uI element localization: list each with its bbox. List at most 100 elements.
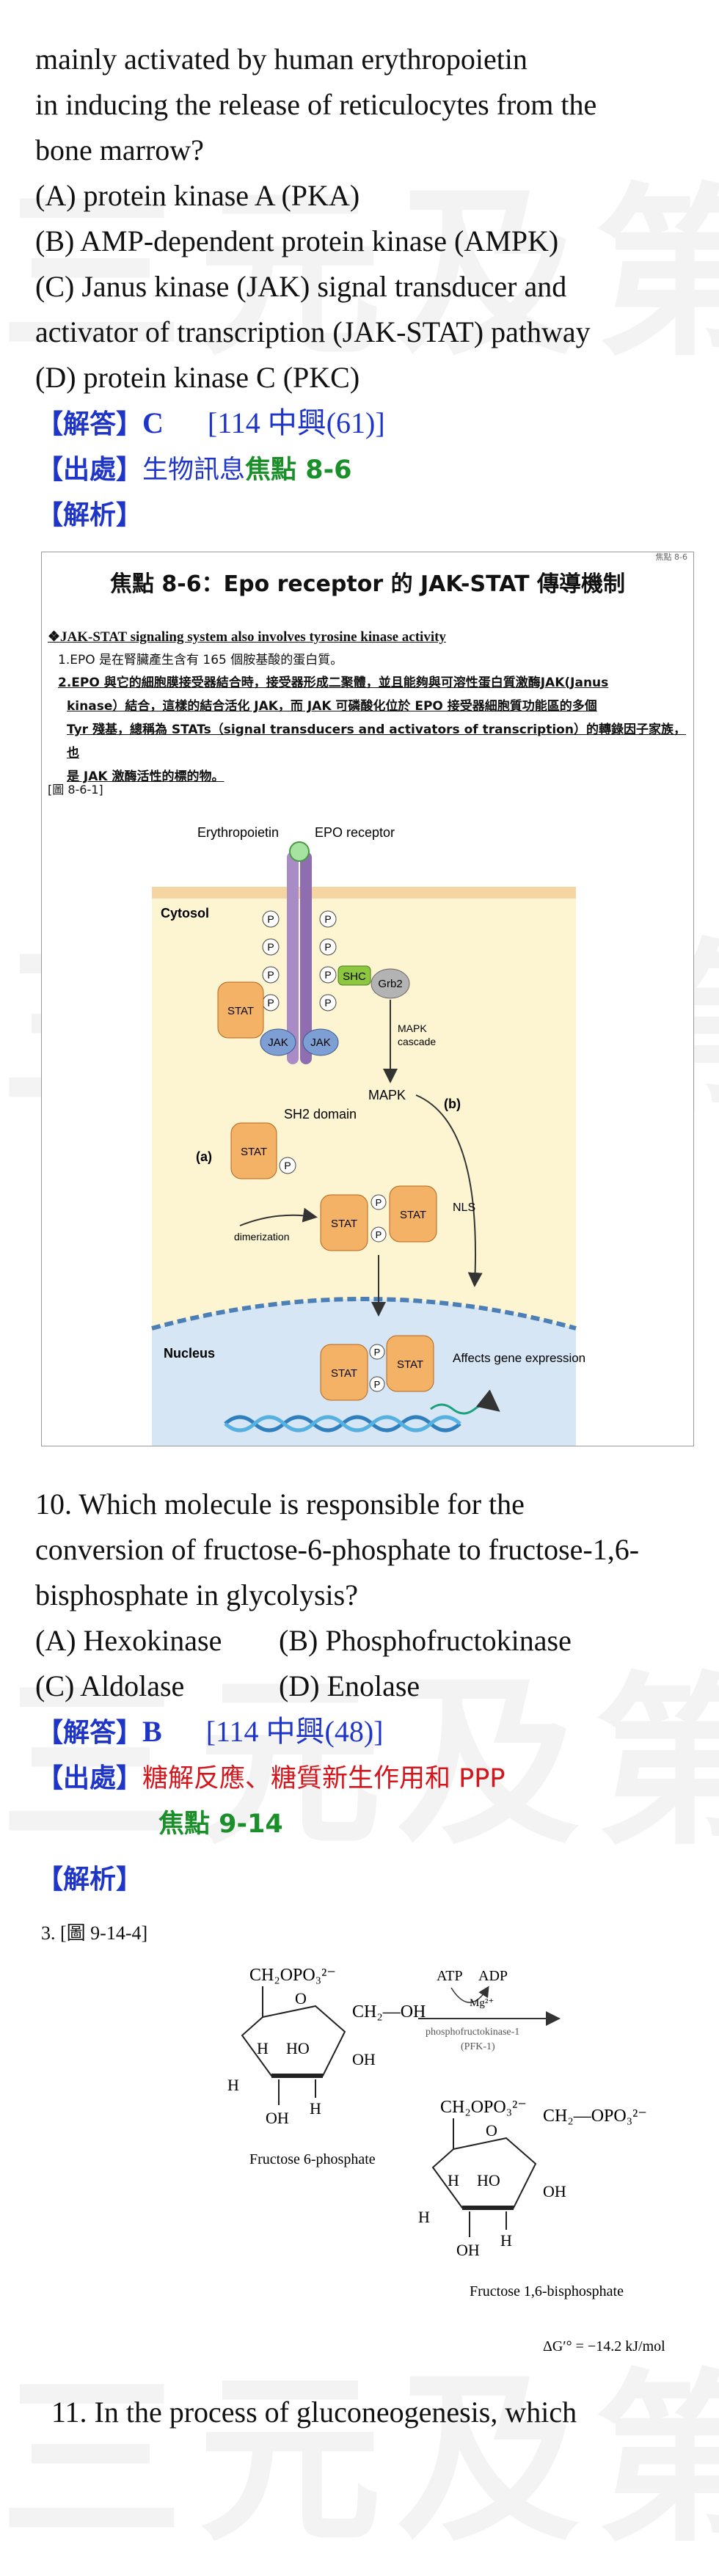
answer-tag: 【解答】 <box>37 1718 143 1748</box>
explain-row: 【解析】 <box>37 491 142 538</box>
label-p: P <box>376 1197 382 1208</box>
svg-text:H: H <box>500 2231 512 2250</box>
label-b: (b) <box>444 1097 461 1111</box>
svg-text:O: O <box>295 1989 307 2008</box>
option-b: (B) AMP-dependent protein kinase (AMPK) <box>35 224 559 257</box>
svg-text:P: P <box>267 913 274 925</box>
svg-text:H: H <box>227 2076 239 2094</box>
option-c: (C) Janus kinase (JAK) signal transducer… <box>35 270 567 303</box>
source-row: 【出處】生物訊息焦點 8-6 <box>37 446 351 493</box>
explain-tag: 【解析】 <box>37 500 143 530</box>
explain-tag: 【解析】 <box>37 1865 143 1895</box>
label-stat: STAT <box>400 1209 426 1221</box>
erythropoietin-ligand <box>289 841 310 862</box>
source-focus: 焦點 8-6 <box>245 455 352 485</box>
label-jak: JAK <box>310 1036 331 1049</box>
figure-label: [圖 8-6-1] <box>48 783 103 797</box>
option-a: (A) Hexokinase <box>35 1624 222 1657</box>
label-epo-receptor: EPO receptor <box>315 825 395 840</box>
label-nucleus: Nucleus <box>164 1346 215 1361</box>
jak-kinase <box>260 1028 296 1056</box>
svg-text:P: P <box>267 941 274 953</box>
svg-text:OH: OH <box>266 2109 289 2127</box>
answer-ref: [114 中興(61)] <box>207 406 385 439</box>
figure-title: 焦點 8-6：Epo receptor 的 JAK-STAT 傳導機制 <box>109 571 626 597</box>
label-affects-gene: Affects gene expression <box>453 1351 585 1365</box>
svg-text:CH₂OPO₃²⁻: CH₂OPO₃²⁻ <box>440 2098 527 2117</box>
svg-text:OH: OH <box>543 2182 566 2200</box>
svg-text:P: P <box>324 941 331 953</box>
label-grb2: Grb2 <box>378 978 402 990</box>
label-mapk-cascade: cascade <box>398 1036 436 1047</box>
label-stat: STAT <box>397 1358 423 1371</box>
svg-text:Fructose 6-phosphate: Fructose 6-phosphate <box>249 2151 376 2167</box>
label-mapk: MAPK <box>368 1088 406 1102</box>
svg-text:H: H <box>418 2208 430 2226</box>
stat-dimer <box>320 1194 368 1251</box>
label-shc: SHC <box>343 970 366 983</box>
answer-ref: [114 中興(48)] <box>205 1715 384 1748</box>
label-mapk-cascade: MAPK <box>398 1022 427 1034</box>
label-nls: NLS <box>453 1201 475 1214</box>
label-stat: STAT <box>241 1146 267 1158</box>
option-a: (A) protein kinase A (PKA) <box>35 179 360 212</box>
epo-receptor <box>287 852 299 1064</box>
svg-text:(PFK-1): (PFK-1) <box>461 2041 495 2052</box>
label-p: P <box>374 1379 381 1390</box>
shc-protein <box>337 965 371 986</box>
svg-text:P: P <box>267 997 274 1009</box>
dna-strand <box>224 1415 461 1432</box>
answer-tag: 【解答】 <box>37 409 143 439</box>
svg-text:OH: OH <box>456 2241 480 2259</box>
source-focus-text: 焦點 9-14 <box>158 1810 283 1839</box>
question-line: bone marrow? <box>35 133 204 167</box>
question-line: 11. In the process of gluconeogenesis, w… <box>51 2396 577 2429</box>
figure-8-6: 焦點 8-6 焦點 8-6：Epo receptor 的 JAK-STAT 傳導… <box>41 552 694 1446</box>
label-p: P <box>374 1347 381 1358</box>
question-line: conversion of fructose-6-phosphate to fr… <box>35 1533 640 1566</box>
svg-text:HO: HO <box>286 2039 310 2057</box>
stat-dimer-nuclear <box>386 1335 434 1392</box>
cell-membrane <box>152 887 576 899</box>
svg-text:O: O <box>486 2121 497 2140</box>
answer-row: 【解答】B [114 中興(48)] <box>37 1709 384 1756</box>
source-text: 生物訊息 <box>142 455 246 485</box>
stat-protein <box>217 981 264 1039</box>
answer-value: C <box>142 406 164 439</box>
label-sh2-domain: SH2 domain <box>284 1107 357 1121</box>
svg-text:P: P <box>324 913 331 925</box>
stat-dimer-nuclear <box>320 1344 368 1401</box>
figure-point-2-line: kinase）結合，這樣的結合活化 JAK，而 JAK 可磷酸化位於 EPO 接… <box>67 699 597 714</box>
option-c: (C) Aldolase <box>35 1669 185 1702</box>
pfk1-reaction-diagram: CH₂OPO₃²⁻ O CH₂—OH H HO H OH OH H Fructo… <box>227 1966 665 2354</box>
question-line: bisphosphate in glycolysis? <box>35 1578 358 1611</box>
answer-value: B <box>142 1715 162 1748</box>
figure-9-14-4-label: 3. [圖 9-14-4] <box>41 1922 148 1944</box>
svg-text:P: P <box>324 969 331 981</box>
figure-corner-label: 焦點 8-6 <box>655 552 687 562</box>
question-line: 10. Which molecule is responsible for th… <box>35 1488 525 1521</box>
svg-text:phosphofructokinase-1: phosphofructokinase-1 <box>426 2027 519 2038</box>
epo-receptor <box>300 852 312 1064</box>
label-stat: STAT <box>331 1218 357 1230</box>
explain-row: 【解析】 <box>37 1856 142 1903</box>
svg-text:CH₂—OPO₃²⁻: CH₂—OPO₃²⁻ <box>543 2107 647 2126</box>
question-line: mainly activated by human erythropoietin <box>35 43 528 76</box>
svg-text:H: H <box>448 2171 459 2189</box>
fructose-16-bisphosphate-structure: CH₂OPO₃²⁻ O CH₂—OPO₃²⁻ H HO H OH OH H Fr… <box>418 2098 647 2299</box>
stat-protein <box>230 1122 277 1179</box>
option-d: (D) Enolase <box>279 1669 420 1702</box>
label-jak: JAK <box>268 1036 288 1049</box>
svg-text:Mg²⁺: Mg²⁺ <box>470 1997 494 2009</box>
phospho-sites: P P P P P P P P <box>262 910 337 1011</box>
label-cytosol: Cytosol <box>161 906 209 921</box>
option-d: (D) protein kinase C (PKC) <box>35 361 360 394</box>
question-line: in inducing the release of reticulocytes… <box>35 88 597 121</box>
figure-point-2-line: 2.EPO 與它的細胞膜接受器結合時，接受器形成二聚體，並且能夠與可溶性蛋白質激… <box>58 676 609 690</box>
option-b: (B) Phosphofructokinase <box>279 1624 572 1657</box>
jak-stat-diagram: Erythropoietin EPO receptor Cytosol P P … <box>151 825 585 1446</box>
label-erythropoietin: Erythropoietin <box>197 825 279 840</box>
svg-text:ATP: ATP <box>437 1968 463 1984</box>
grb2-protein <box>371 968 410 999</box>
label-stat: STAT <box>331 1367 357 1380</box>
